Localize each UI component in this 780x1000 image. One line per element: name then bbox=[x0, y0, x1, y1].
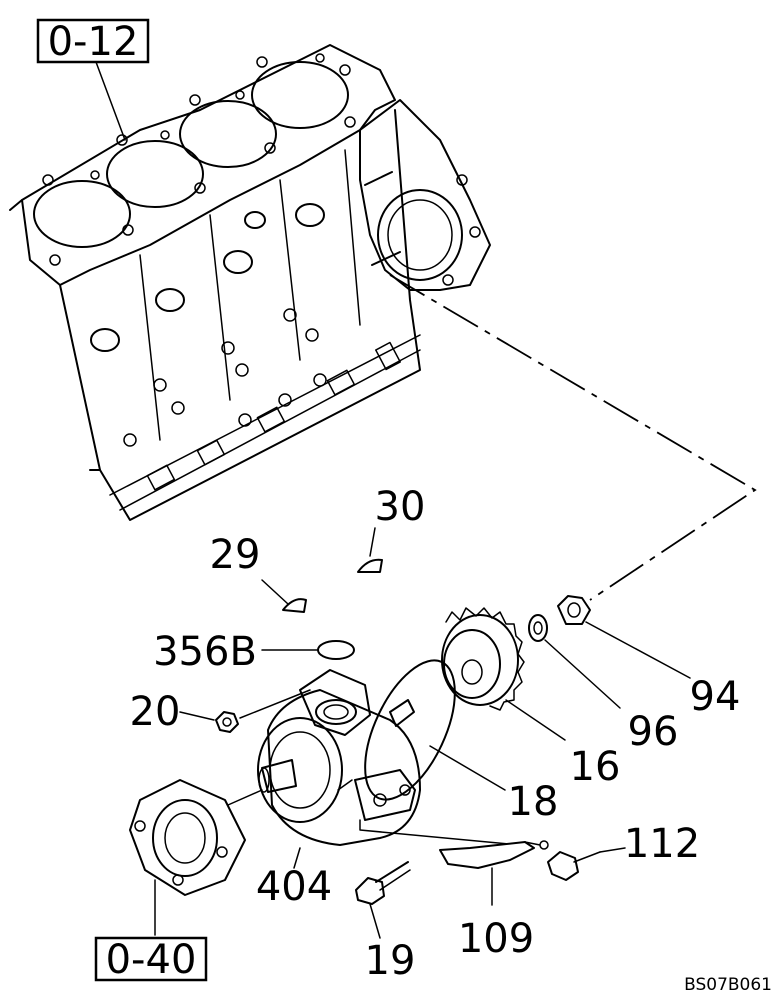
callout-356b: 356B bbox=[153, 629, 257, 675]
key-29 bbox=[261, 579, 307, 613]
callout-18: 18 bbox=[508, 779, 559, 825]
drawing-code: BS07B061 bbox=[684, 975, 772, 995]
callout-20: 20 bbox=[130, 689, 181, 735]
coupling bbox=[129, 779, 263, 936]
callout-19: 19 bbox=[365, 938, 416, 984]
callout-96: 96 bbox=[628, 709, 679, 755]
bolt-19 bbox=[355, 861, 411, 939]
callout-30: 30 bbox=[375, 484, 426, 530]
ref-label-bottom: 0-40 bbox=[106, 937, 197, 983]
callout-404: 404 bbox=[256, 864, 332, 910]
nut-94 bbox=[557, 595, 691, 679]
plate-109 bbox=[439, 840, 549, 906]
ref-box-bottom: 0-40 bbox=[94, 936, 208, 983]
leader-line bbox=[389, 274, 757, 601]
bolt-112 bbox=[547, 847, 626, 881]
callout-112: 112 bbox=[624, 821, 700, 867]
washer-96 bbox=[528, 614, 621, 709]
ref-label-top: 0-12 bbox=[48, 19, 139, 65]
callout-94: 94 bbox=[690, 674, 741, 720]
nut-20 bbox=[179, 689, 311, 733]
engine-block bbox=[9, 44, 491, 521]
callout-29: 29 bbox=[210, 532, 261, 578]
gear-16 bbox=[441, 607, 566, 741]
o-ring bbox=[317, 640, 355, 660]
callout-16: 16 bbox=[570, 744, 621, 790]
pump-assembly bbox=[257, 659, 521, 846]
ref-box-top: 0-12 bbox=[36, 18, 150, 65]
callout-109: 109 bbox=[458, 916, 534, 962]
key-30 bbox=[357, 558, 383, 573]
